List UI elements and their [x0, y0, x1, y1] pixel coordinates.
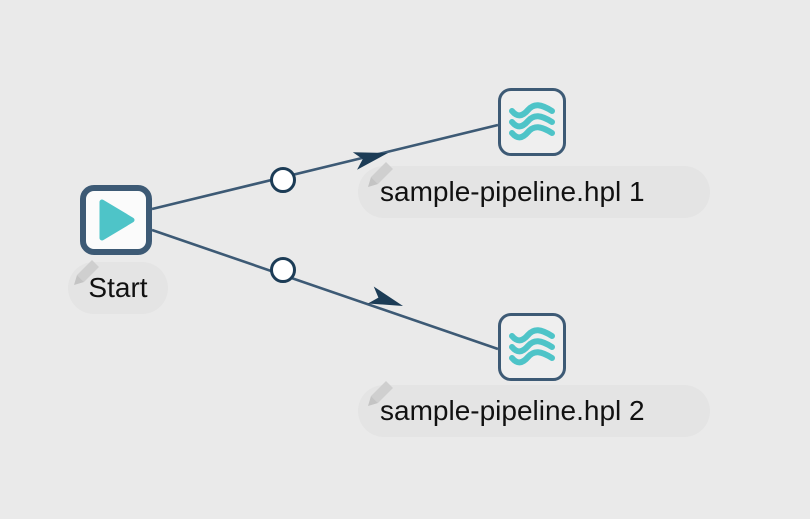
node-label-pipeline-2[interactable]: sample-pipeline.hpl 2	[358, 381, 710, 437]
node-label-start-text: Start	[88, 272, 148, 303]
node-label-pipeline-1-text: sample-pipeline.hpl 1	[380, 176, 645, 207]
node-pipeline-2[interactable]	[498, 313, 566, 381]
node-label-pipeline-2-text: sample-pipeline.hpl 2	[380, 395, 645, 426]
node-pipeline-1[interactable]	[498, 88, 566, 156]
hop-arrowhead-1[interactable]	[352, 144, 390, 170]
node-label-pipeline-1[interactable]: sample-pipeline.hpl 1	[358, 162, 710, 218]
pipeline-waves-icon	[509, 102, 555, 141]
hop-circle-2[interactable]	[270, 257, 296, 283]
pipeline-waves-icon	[509, 327, 555, 366]
node-label-start[interactable]: Start	[68, 260, 168, 314]
hop-arrowhead-2[interactable]	[367, 286, 406, 314]
hop-line-1[interactable]	[151, 123, 499, 211]
hop-circle-1[interactable]	[270, 167, 296, 193]
hop-line-2[interactable]	[151, 228, 499, 351]
node-start[interactable]	[80, 185, 152, 255]
play-icon	[99, 199, 135, 241]
